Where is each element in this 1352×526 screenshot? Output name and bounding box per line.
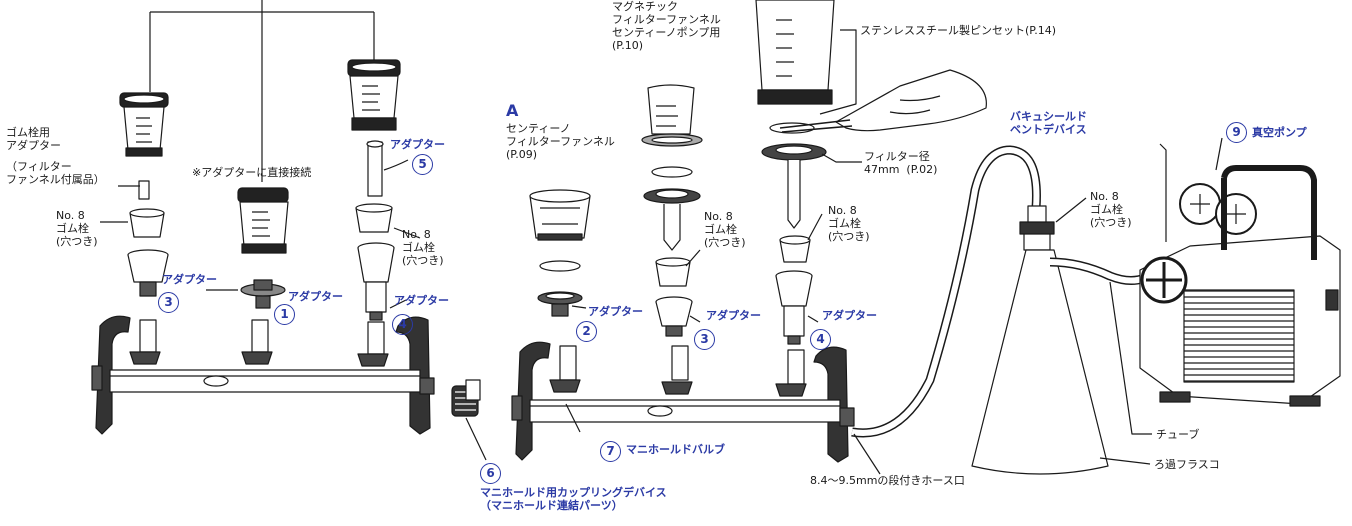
hand-tweezers-icon [779, 69, 987, 133]
sentino-funnel-icon [529, 189, 591, 241]
funnel-top-right-icon [347, 59, 401, 131]
funnel-direct-icon [237, 187, 289, 254]
direct-connect-label: ※アダプターに直接接続 [192, 166, 312, 179]
funnel-accessory-label: （フィルター ファンネル付属品） [6, 160, 105, 186]
number-3-left-badge: 3 [158, 292, 179, 313]
funnel-left-icon [119, 92, 169, 157]
rubber-adapter-label: ゴム栓用 アダプター [6, 126, 61, 152]
adapter-4-left-label: アダプター [394, 294, 449, 307]
filter-support-right-icon [761, 143, 827, 229]
coupling-device-label: マニホールド用カップリングデバイス （マニホールド連結パーツ） [480, 486, 667, 512]
adapter-3-left-label: アダプター [162, 273, 217, 286]
magnetic-funnel-icon [641, 84, 703, 147]
adapter-4-right-icon [775, 270, 813, 345]
filter-flask-label: ろ過フラスコ [1154, 458, 1220, 471]
number-2-badge: 2 [576, 321, 597, 342]
adapter-3-center-label: アダプター [706, 309, 761, 322]
adapter-5-icon [367, 141, 383, 197]
adapter-1-icon [240, 279, 286, 309]
number-6-badge: 6 [480, 463, 501, 484]
leader-6 [465, 417, 487, 461]
filter-flask-icon [971, 205, 1164, 475]
adapter-1-label: アダプター [288, 290, 343, 303]
letter-a-label: A [506, 101, 519, 120]
sentino-funnel-label: センティーノ フィルターファンネル (P.09) [506, 122, 615, 161]
tube-label: チューブ [1156, 428, 1200, 441]
number-3-center-badge: 3 [694, 329, 715, 350]
vacushield-label: バキュシールド ベントデバイス [1010, 110, 1087, 136]
stopper-right1-label: No. 8 ゴム栓 (穴つき) [704, 210, 746, 249]
adapter-2-icon [537, 291, 583, 317]
adapter-4-right-label: アダプター [822, 309, 877, 322]
magnetic-funnel-label: マグネチック フィルターファンネル センティーノポンプ用 (P.10) [612, 0, 721, 52]
filter-support-mid-icon [643, 188, 701, 251]
bracket-line [149, 0, 375, 182]
number-1-badge: 1 [274, 304, 295, 325]
filter-disc-left-icon [539, 260, 581, 272]
tweezers-label: ステンレススチール製ピンセット(P.14) [860, 24, 1056, 37]
adapter-4-left-icon [357, 242, 395, 321]
vacuum-pump-label: 真空ポンプ [1252, 126, 1307, 139]
manifold-left-icon [91, 315, 435, 435]
vacuum-pump-icon [1139, 165, 1341, 407]
stopper-flask-label: No. 8 ゴム栓 (穴つき) [1090, 190, 1132, 229]
leader-lines [100, 29, 1223, 475]
number-4-right-badge: 4 [810, 329, 831, 350]
manifold-center-icon [511, 341, 855, 463]
coupling-device-icon [451, 379, 481, 417]
number-5-badge: 5 [412, 154, 433, 175]
stopper-mid-label: No. 8 ゴム栓 (穴つき) [402, 228, 444, 267]
stopper-left-label: No. 8 ゴム栓 (穴つき) [56, 209, 98, 248]
adapter-3-center-icon [655, 296, 693, 337]
adapter-5-label: アダプター [390, 138, 445, 151]
adapter-3-left-icon [127, 249, 169, 297]
manifold-valve-label: マニホールドバルブ [626, 443, 725, 456]
small-adapter-icon [138, 180, 150, 200]
number-4-left-badge: 4 [392, 314, 413, 335]
number-7-badge: 7 [600, 441, 621, 462]
stopper-right2-label: No. 8 ゴム栓 (穴つき) [828, 204, 870, 243]
number-9-badge: 9 [1226, 122, 1247, 143]
filter-diameter-label: フィルター径 47mm (P.02) [864, 150, 938, 176]
hose-port-label: 8.4～9.5mmの段付きホース口 [810, 474, 965, 487]
filter-disc-mid-icon [651, 166, 693, 178]
tall-funnel-icon [755, 0, 835, 105]
adapter-2-label: アダプター [588, 305, 643, 318]
